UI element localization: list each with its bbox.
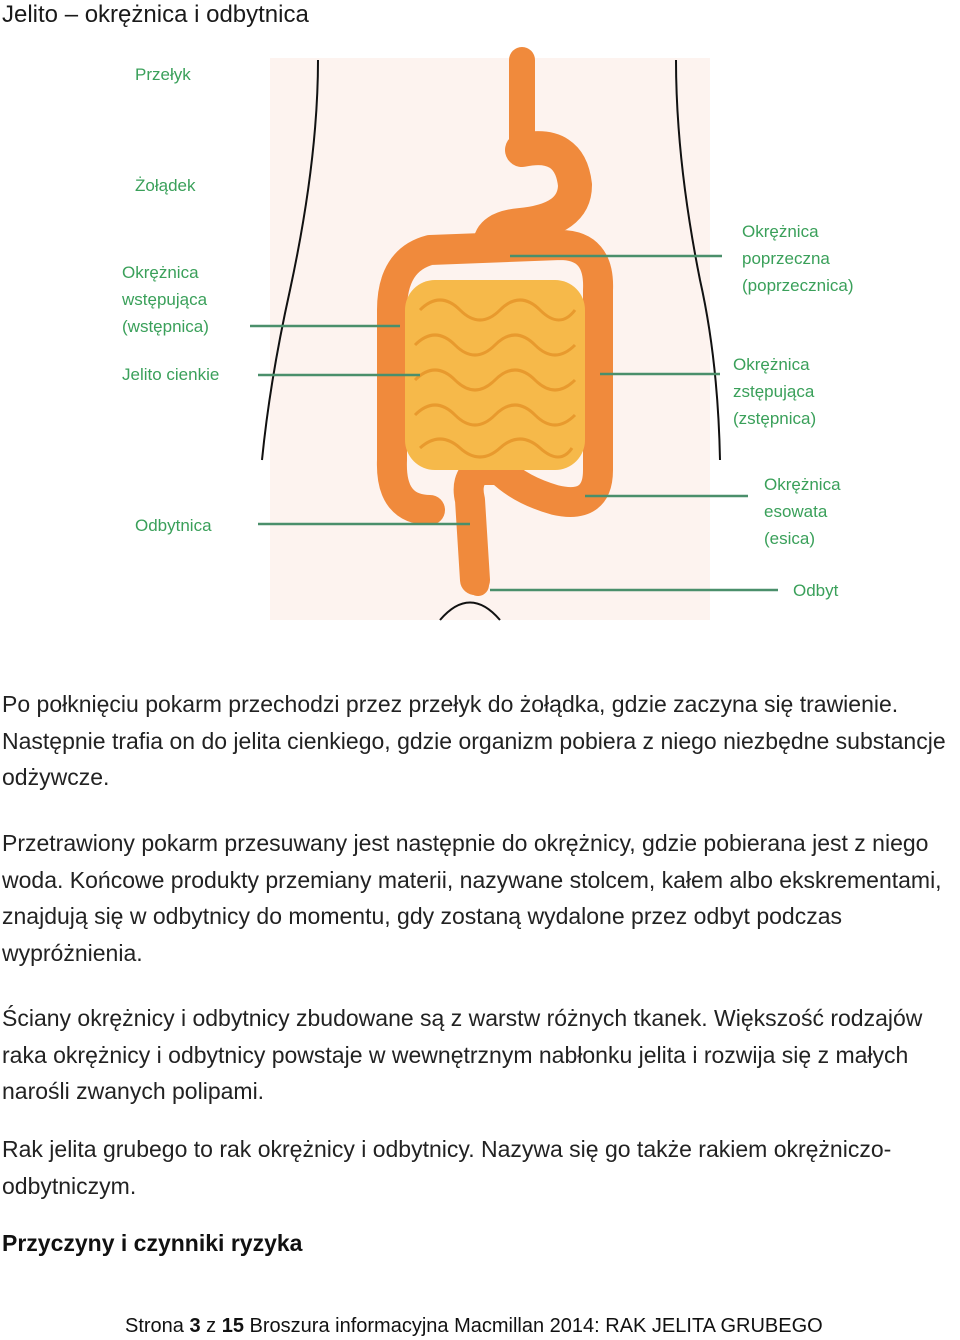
stomach — [473, 131, 593, 262]
paragraph-4: Rak jelita grubego to rak okrężnicy i od… — [2, 1136, 892, 1199]
label-okreznica-esowata: Okrężnica esowata (esica) — [764, 475, 841, 548]
paragraph-2: Przetrawiony pokarm przesuwany jest nast… — [2, 830, 942, 966]
footer-page-number: 3 — [189, 1315, 201, 1337]
label-okreznica-zstepujaca: Okrężnica zstępująca (zstępnica) — [733, 355, 817, 428]
footer-prefix: Strona — [125, 1315, 190, 1337]
body-outline-left — [261, 59, 319, 461]
label-odbytnica: Odbytnica — [135, 516, 212, 535]
label-odbyt: Odbyt — [793, 581, 839, 600]
small-intestine — [405, 280, 585, 470]
footer-of: z — [200, 1315, 222, 1337]
body-outline-right — [675, 59, 721, 461]
digestive-system-diagram: Przełyk Żołądek Okrężnica wstępująca (ws… — [0, 40, 960, 650]
label-przelyk: Przełyk — [135, 65, 191, 84]
rectum — [459, 469, 489, 596]
leader-lines — [250, 254, 778, 592]
label-okreznica-wstepujaca: Okrężnica wstępująca (wstępnica) — [122, 263, 209, 336]
buttocks-outline — [439, 601, 501, 621]
label-okreznica-poprzeczna: Okrężnica poprzeczna (poprzecznica) — [742, 222, 854, 295]
paragraph-3: Ściany okrężnicy i odbytnicy zbudowane s… — [2, 1005, 923, 1104]
footer-suffix: Broszura informacyjna Macmillan 2014: RA… — [243, 1315, 823, 1337]
footer-page-total: 15 — [221, 1315, 244, 1337]
intestine-illustration — [250, 47, 778, 621]
page-title: Jelito – okrężnica i odbytnica — [2, 1, 309, 28]
section-heading: Przyczyny i czynniki ryzyka — [2, 1230, 303, 1256]
page-footer: Strona 3 z 15 Broszura informacyjna Macm… — [125, 1312, 823, 1340]
label-zoladek: Żołądek — [135, 176, 196, 195]
label-jelito-cienkie: Jelito cienkie — [122, 365, 220, 384]
paragraph-1: Po połknięciu pokarm przechodzi przez pr… — [2, 691, 946, 790]
